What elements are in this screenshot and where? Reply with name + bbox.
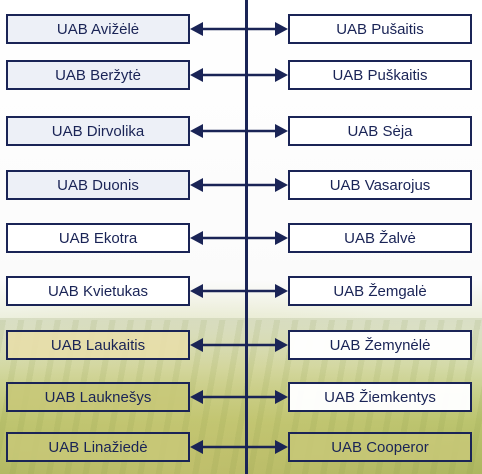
company-name: UAB Žemynėlė: [329, 336, 431, 354]
double-arrow-icon: [190, 390, 288, 404]
company-name: UAB Pušaitis: [336, 20, 424, 38]
left-company-box: UAB Dirvolika: [6, 116, 190, 146]
right-company-box: UAB Žiemkentys: [288, 382, 472, 412]
left-company-box: UAB Lauknešys: [6, 382, 190, 412]
left-company-box: UAB Beržytė: [6, 60, 190, 90]
double-arrow-icon: [190, 124, 288, 138]
left-company-box: UAB Linažiedė: [6, 432, 190, 462]
double-arrow-icon: [190, 231, 288, 245]
right-company-box: UAB Žalvė: [288, 223, 472, 253]
company-name: UAB Cooperor: [331, 438, 429, 456]
double-arrow-icon: [190, 440, 288, 454]
right-company-box: UAB Cooperor: [288, 432, 472, 462]
double-arrow-icon: [190, 22, 288, 36]
right-company-box: UAB Žemgalė: [288, 276, 472, 306]
right-company-box: UAB Vasarojus: [288, 170, 472, 200]
company-name: UAB Dirvolika: [51, 122, 145, 140]
left-company-box: UAB Laukaitis: [6, 330, 190, 360]
double-arrow-icon: [190, 338, 288, 352]
company-name: UAB Ekotra: [58, 229, 138, 247]
double-arrow-icon: [190, 284, 288, 298]
company-name: UAB Beržytė: [55, 66, 141, 84]
company-name: UAB Laukaitis: [50, 336, 146, 354]
company-name: UAB Lauknešys: [44, 388, 152, 406]
company-name: UAB Vasarojus: [329, 176, 431, 194]
double-arrow-icon: [190, 68, 288, 82]
company-name: UAB Žiemkentys: [324, 388, 436, 406]
left-company-box: UAB Duonis: [6, 170, 190, 200]
right-company-box: UAB Pušaitis: [288, 14, 472, 44]
company-name: UAB Žalvė: [344, 229, 416, 247]
company-name: UAB Linažiedė: [48, 438, 148, 456]
left-company-box: UAB Ekotra: [6, 223, 190, 253]
left-company-box: UAB Kvietukas: [6, 276, 190, 306]
company-name: UAB Žemgalė: [333, 282, 427, 300]
right-company-box: UAB Puškaitis: [288, 60, 472, 90]
double-arrow-icon: [190, 178, 288, 192]
company-name: UAB Duonis: [57, 176, 139, 194]
left-company-box: UAB Avižėlė: [6, 14, 190, 44]
company-name: UAB Sėja: [347, 122, 413, 140]
right-company-box: UAB Sėja: [288, 116, 472, 146]
right-company-box: UAB Žemynėlė: [288, 330, 472, 360]
company-name: UAB Puškaitis: [332, 66, 428, 84]
company-name: UAB Kvietukas: [47, 282, 149, 300]
company-name: UAB Avižėlė: [56, 20, 140, 38]
